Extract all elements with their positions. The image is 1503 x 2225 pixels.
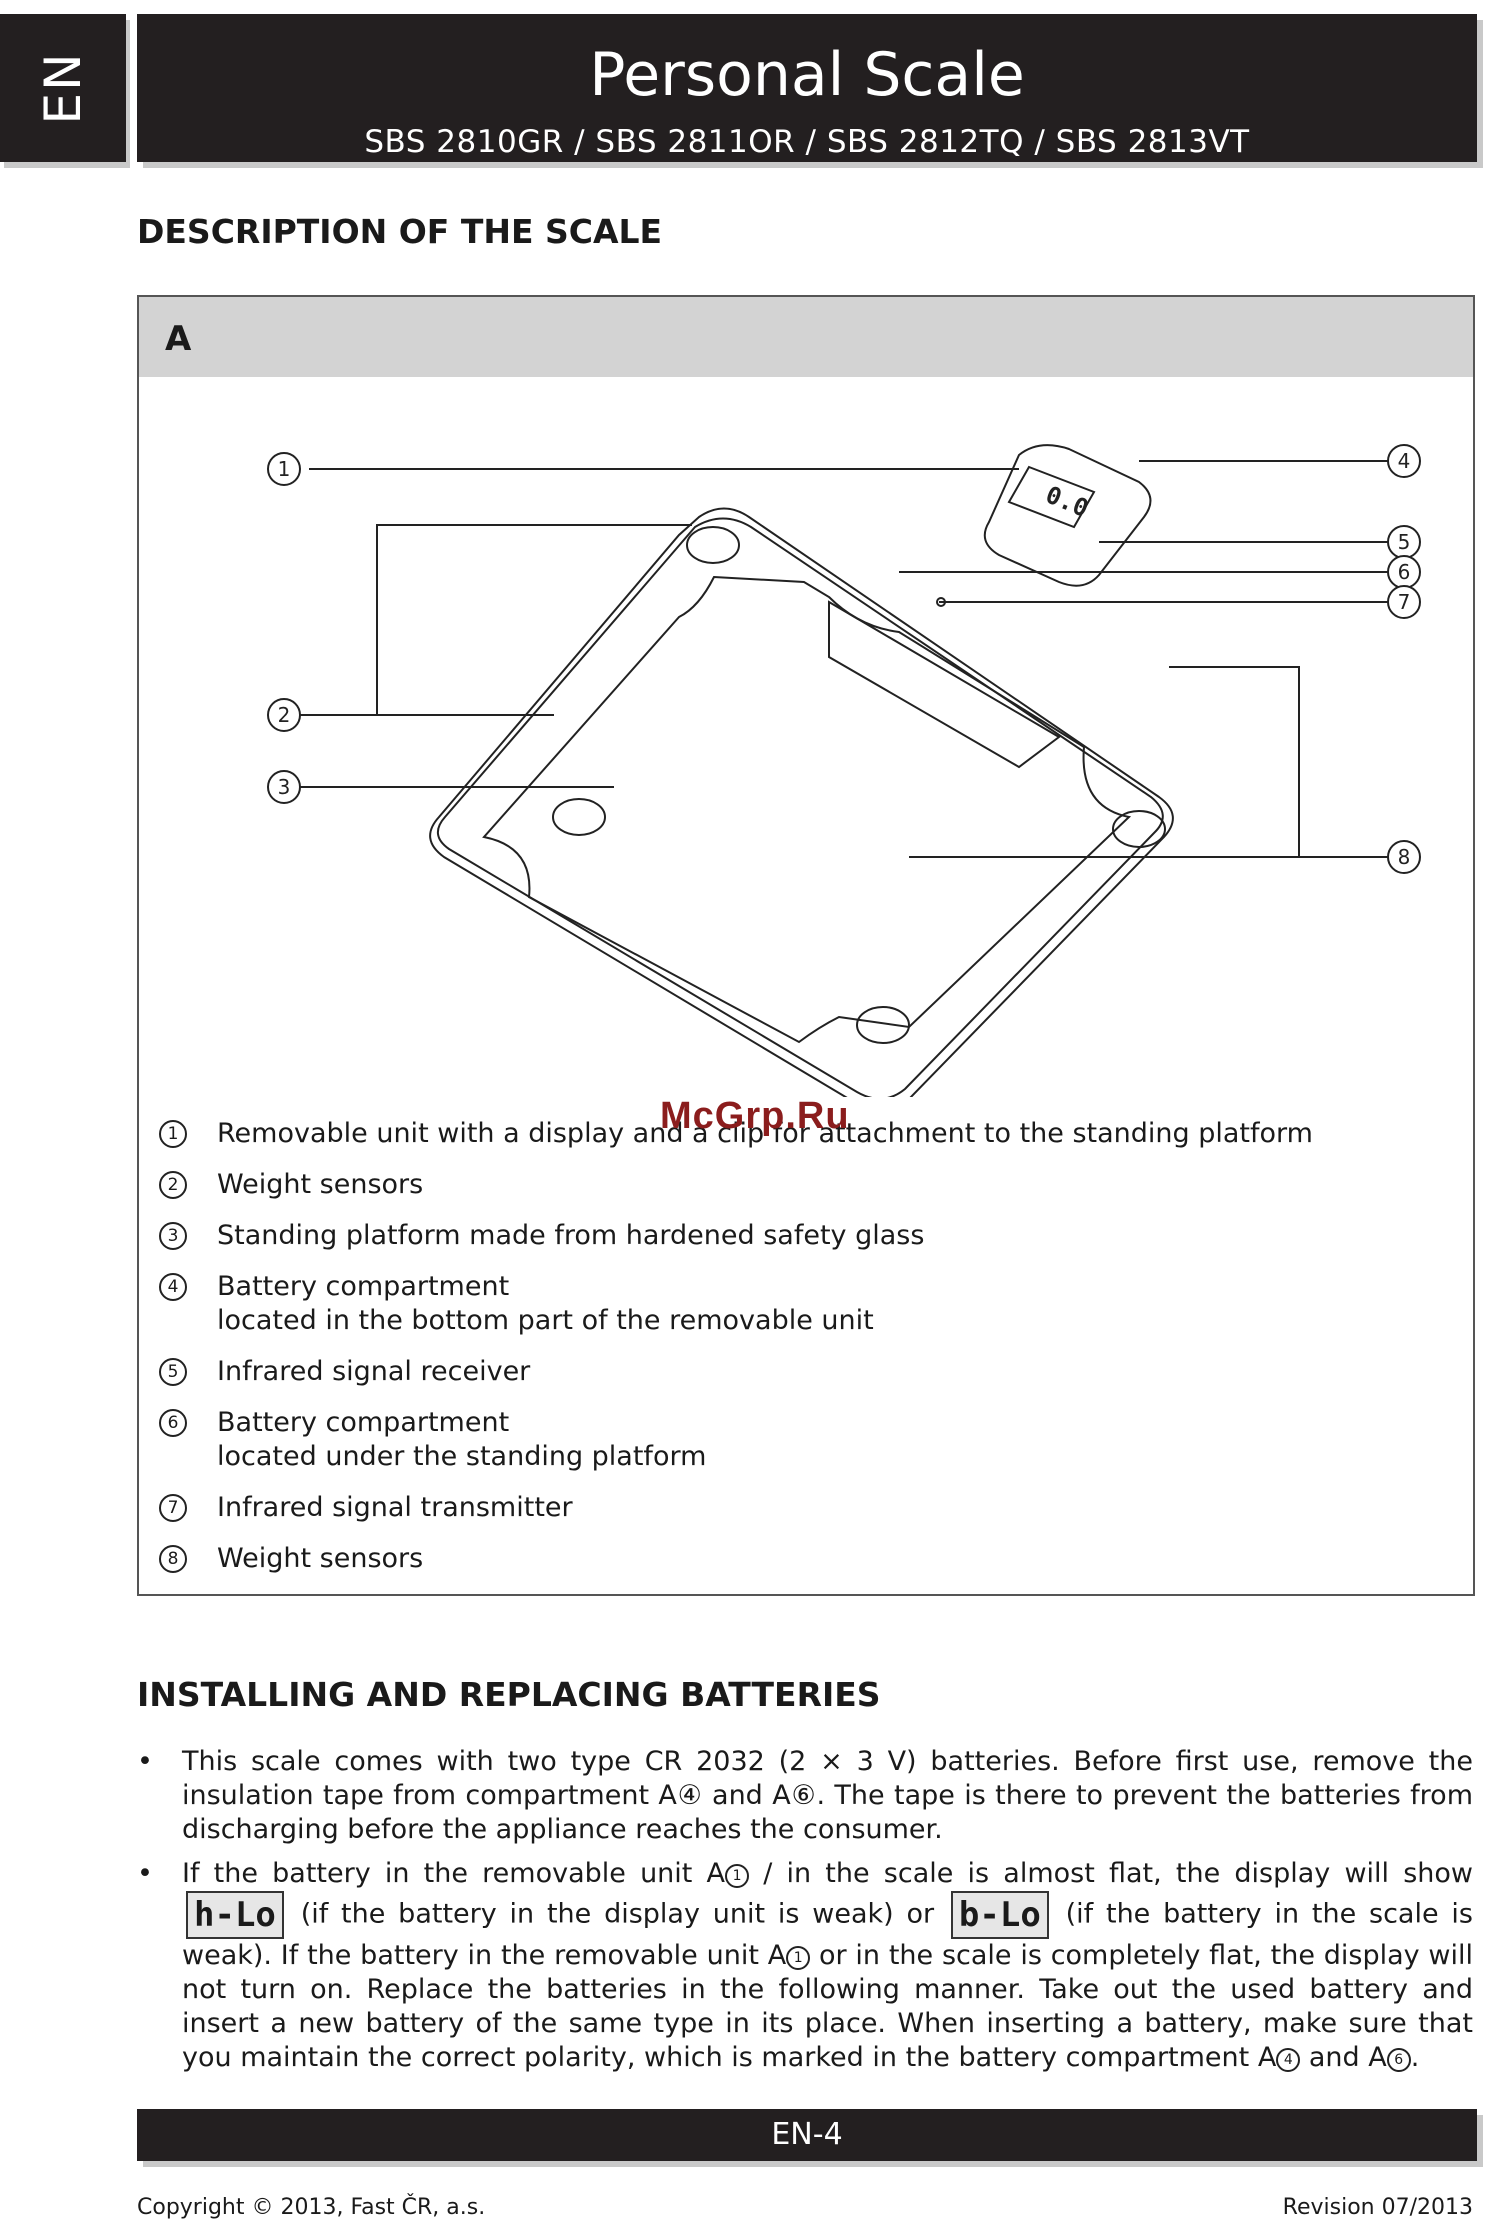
legend-text: Weight sensors — [217, 1169, 424, 1200]
battery-compartment-outline — [828, 600, 1061, 769]
callout-5: 5 — [1387, 525, 1421, 559]
weight-sensor-pad — [552, 798, 606, 836]
language-tab: EN — [0, 14, 126, 162]
callout-8: 8 — [1387, 840, 1421, 874]
bullet-marker: • — [137, 1746, 153, 1777]
lcd-symbol-b-lo: b-Lo — [950, 1891, 1049, 1939]
legend-number: 7 — [159, 1494, 187, 1522]
legend-number: 3 — [159, 1222, 187, 1250]
svg-text:4: 4 — [1398, 449, 1411, 473]
standing-platform-outline — [429, 507, 1174, 1097]
component-ref: 4 — [1276, 2048, 1301, 2072]
page-title: Personal Scale — [589, 40, 1025, 110]
glass-panel — [482, 575, 1132, 1044]
svg-text:6: 6 — [1398, 560, 1411, 584]
callout-2: 2 — [267, 698, 301, 732]
model-list: SBS 2810GR / SBS 2811OR / SBS 2812TQ / S… — [364, 124, 1250, 160]
revision-label: Revision 07/2013 — [1282, 2195, 1473, 2220]
weight-sensor-pad — [856, 1006, 910, 1044]
legend-number: 8 — [159, 1545, 187, 1573]
transmitter-dot — [936, 597, 946, 607]
legend-number: 4 — [159, 1273, 187, 1301]
legend-number: 2 — [159, 1171, 187, 1199]
legend-text: Battery compartment — [217, 1407, 510, 1438]
legend-text: Weight sensors — [217, 1543, 424, 1574]
weight-sensor-pad — [1112, 810, 1166, 848]
copyright-notice: Copyright © 2013, Fast ČR, a.s. — [137, 2195, 486, 2220]
weight-sensor-pad — [686, 526, 740, 564]
section-heading-description: DESCRIPTION OF THE SCALE — [137, 212, 663, 251]
language-code: EN — [34, 51, 92, 125]
figure-header: A — [139, 297, 1473, 377]
legend-number: 1 — [159, 1120, 187, 1148]
svg-text:7: 7 — [1398, 590, 1411, 614]
figure-label: A — [165, 319, 192, 359]
svg-text:2: 2 — [278, 703, 291, 727]
legend-text: Standing platform made from hardened saf… — [217, 1220, 925, 1251]
svg-text:8: 8 — [1398, 845, 1411, 869]
svg-text:1: 1 — [278, 457, 291, 481]
lcd-symbol-h-lo: h-Lo — [186, 1891, 284, 1939]
bullet-text: This scale comes with two type CR 2032 (… — [182, 1746, 1473, 1845]
component-ref: 1 — [725, 1864, 750, 1888]
svg-text:3: 3 — [278, 775, 291, 799]
callout-7: 7 — [1387, 585, 1421, 619]
legend-text: Removable unit with a display and a clip… — [217, 1118, 1313, 1149]
section-heading-batteries: INSTALLING AND REPLACING BATTERIES — [137, 1675, 881, 1714]
removable-unit-outline — [983, 444, 1152, 587]
scale-diagram: 0.0 1 2 3 4 5 6 7 8 — [267, 444, 1421, 1097]
platform-rim — [437, 517, 1164, 1097]
legend-text: Battery compartment — [217, 1271, 510, 1302]
figure-box: A — [137, 295, 1475, 1596]
title-bar: Personal Scale SBS 2810GR / SBS 2811OR /… — [137, 14, 1477, 162]
legend-number: 6 — [159, 1409, 187, 1437]
page-number: EN-4 — [771, 2117, 843, 2152]
watermark: McGrp.Ru — [660, 1095, 850, 1137]
page-number-bar: EN-4 — [137, 2109, 1477, 2161]
callout-3: 3 — [267, 770, 301, 804]
legend-text-line2: located in the bottom part of the remova… — [217, 1305, 874, 1336]
callout-6: 6 — [1387, 555, 1421, 589]
removable-unit-screen — [1007, 465, 1096, 529]
bullet-marker: • — [137, 1858, 153, 1889]
svg-text:5: 5 — [1398, 530, 1411, 554]
legend-text: Infrared signal receiver — [217, 1356, 531, 1387]
callout-4: 4 — [1387, 444, 1421, 478]
component-ref: 6 — [1386, 2048, 1411, 2072]
legend-text-line2: located under the standing platform — [217, 1441, 707, 1472]
legend-text: Infrared signal transmitter — [217, 1492, 573, 1523]
callout-1: 1 — [267, 452, 301, 486]
component-ref: 1 — [786, 1946, 811, 1970]
legend-number: 5 — [159, 1358, 187, 1386]
